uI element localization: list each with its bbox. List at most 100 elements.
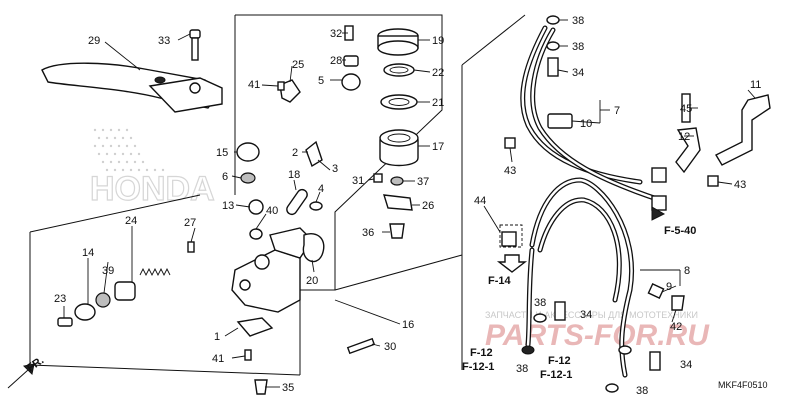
dust-boot bbox=[74, 303, 96, 321]
callout-38-e: 38 bbox=[636, 385, 648, 397]
brake-lever-pivot-hole bbox=[189, 82, 201, 94]
callout-23: 23 bbox=[54, 293, 66, 305]
hose-18 bbox=[286, 188, 308, 216]
brake-lever bbox=[41, 62, 223, 113]
plate-22 bbox=[383, 63, 415, 77]
hose-frame-top bbox=[461, 14, 526, 66]
callout-27: 27 bbox=[184, 217, 196, 229]
callout-38-d: 38 bbox=[516, 363, 528, 375]
callout-labels: 29 33 32 28 5 19 22 21 17 37 26 36 31 25… bbox=[25, 15, 768, 397]
callout-19: 19 bbox=[432, 35, 444, 47]
callout-41-lower: 41 bbox=[212, 353, 224, 365]
callout-11: 11 bbox=[750, 79, 761, 91]
grommet-15 bbox=[236, 142, 260, 162]
callout-37: 37 bbox=[417, 176, 429, 188]
callout-10: 10 bbox=[580, 118, 592, 130]
ref-f12-1-b: F-12-1 bbox=[540, 369, 572, 381]
screw-31 bbox=[373, 173, 383, 183]
screw-41-upper bbox=[277, 81, 285, 91]
stay-26 bbox=[383, 194, 413, 211]
callout-32: 32 bbox=[330, 28, 342, 40]
diaphragm-21 bbox=[380, 94, 418, 110]
brake-hoses bbox=[501, 25, 667, 378]
reference-arrows bbox=[7, 206, 666, 389]
callout-41-upper: 41 bbox=[248, 79, 260, 91]
callout-33: 33 bbox=[158, 35, 170, 47]
callout-42: 42 bbox=[670, 321, 682, 333]
bolt-13 bbox=[248, 199, 264, 215]
callout-16: 16 bbox=[402, 319, 414, 331]
boot-23 bbox=[57, 317, 73, 327]
fr-direction-label: FR. bbox=[25, 354, 46, 374]
callout-18: 18 bbox=[288, 169, 300, 181]
cap-36 bbox=[389, 223, 405, 239]
watermark-layer: HONDA ЗАПЧАСТИ И АКСЕССУАРЫ ДЛЯ МОТОТЕХН… bbox=[89, 128, 710, 352]
bolt-34-mid bbox=[554, 301, 566, 321]
callout-1: 1 bbox=[214, 331, 220, 343]
circlip-39 bbox=[95, 292, 111, 308]
hose-joint-lower bbox=[651, 195, 667, 211]
collar-5 bbox=[341, 73, 361, 91]
callout-45: 45 bbox=[680, 103, 692, 115]
callout-36: 36 bbox=[362, 227, 374, 239]
reservoir-top bbox=[379, 129, 419, 147]
callout-35: 35 bbox=[282, 382, 294, 394]
washer-38-a bbox=[546, 15, 560, 25]
ref-f5-40: F-5-40 bbox=[664, 225, 696, 237]
pivot-bolt-head bbox=[189, 29, 201, 39]
washer-38-c bbox=[533, 313, 547, 323]
ref-f12-a: F-12 bbox=[470, 347, 493, 359]
ref-f12-b: F-12 bbox=[548, 355, 571, 367]
washer-38-e bbox=[618, 345, 632, 355]
piston-spring bbox=[139, 267, 171, 277]
hose-fitting-44 bbox=[501, 231, 517, 247]
cushion-28 bbox=[343, 55, 359, 67]
f14-dashed-box bbox=[499, 224, 523, 248]
leader-lines bbox=[63, 19, 756, 388]
callout-38-b: 38 bbox=[572, 41, 584, 53]
brake-lever-pivot bbox=[148, 77, 223, 113]
callout-43-right: 43 bbox=[734, 179, 746, 191]
hose-joint-upper bbox=[651, 167, 667, 183]
callout-29: 29 bbox=[88, 35, 100, 47]
hose-8-inner bbox=[537, 197, 622, 303]
callout-21: 21 bbox=[432, 97, 444, 109]
callout-17: 17 bbox=[432, 141, 444, 153]
bracket-11 bbox=[715, 94, 771, 166]
oring-40 bbox=[249, 228, 263, 240]
watermark-tagline: ЗАПЧАСТИ И АКСЕССУАРЫ ДЛЯ МОТОТЕХНИКИ bbox=[485, 310, 698, 320]
hose-frame-link bbox=[334, 254, 463, 291]
bolt-42 bbox=[671, 295, 685, 311]
callout-9: 9 bbox=[666, 281, 672, 293]
hose-brackets bbox=[504, 93, 771, 187]
callout-5: 5 bbox=[318, 75, 324, 87]
bolt-34-low bbox=[649, 351, 661, 371]
callout-40: 40 bbox=[266, 205, 278, 217]
ref-f12-1-a: F-12-1 bbox=[462, 361, 494, 373]
callout-20: 20 bbox=[306, 275, 318, 287]
callout-28: 28 bbox=[330, 55, 342, 67]
ref-f14: F-14 bbox=[488, 275, 512, 287]
callout-34-b: 34 bbox=[580, 309, 592, 321]
f14-arrow bbox=[496, 254, 528, 273]
callout-25: 25 bbox=[292, 59, 304, 71]
hose-clamp-20 bbox=[302, 233, 325, 263]
washer-37 bbox=[390, 176, 404, 186]
callout-15: 15 bbox=[216, 147, 228, 159]
hose-clamp-10 bbox=[547, 113, 573, 129]
callout-4: 4 bbox=[318, 183, 324, 195]
callout-24: 24 bbox=[125, 215, 137, 227]
watermark-site: PARTS-FOR.RU bbox=[485, 319, 710, 352]
reservoir-cap-bottom bbox=[377, 40, 419, 56]
master-cylinder-mount-hole bbox=[239, 279, 251, 291]
callout-22: 22 bbox=[432, 67, 444, 79]
callout-38-c: 38 bbox=[534, 297, 546, 309]
callout-3: 3 bbox=[332, 163, 338, 175]
diaphragm-21-inner bbox=[388, 98, 410, 106]
banjo-parts bbox=[521, 15, 685, 393]
master-cylinder-body bbox=[231, 227, 313, 337]
callout-34-c: 34 bbox=[680, 359, 692, 371]
clip-4 bbox=[309, 201, 323, 211]
callout-39: 39 bbox=[102, 265, 114, 277]
